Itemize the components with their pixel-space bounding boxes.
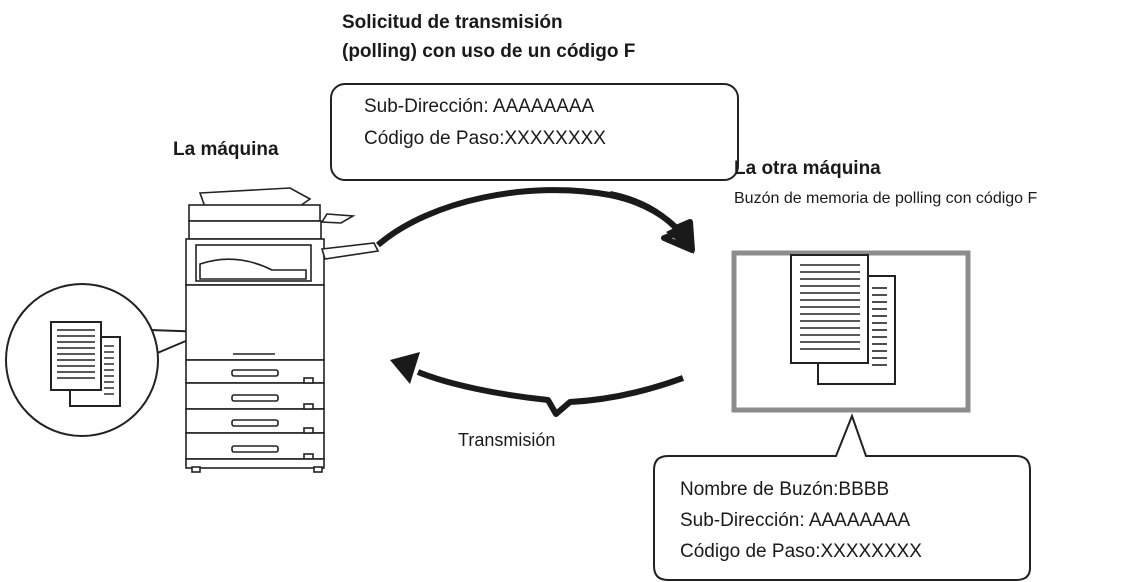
other-machine-subtitle: Buzón de memoria de polling con código F — [734, 190, 1038, 207]
request-sub-address: Sub-Dirección: AAAAAAAA — [364, 96, 595, 117]
request-bubble-text: Sub-Dirección: AAAAAAAA Código de Paso:X… — [364, 91, 606, 155]
box-passcode: Código de Paso:XXXXXXXX — [680, 541, 922, 562]
printer-icon — [185, 187, 380, 473]
document-icon-mailbox — [790, 254, 896, 385]
machine-title: La máquina — [173, 139, 279, 160]
box-sub-address: Sub-Dirección: AAAAAAAA — [680, 510, 911, 531]
other-machine-title: La otra máquina — [734, 158, 881, 179]
document-icon-machine — [50, 321, 121, 407]
request-arrow — [376, 187, 695, 253]
request-bubble — [330, 83, 739, 181]
request-passcode: Código de Paso:XXXXXXXX — [364, 128, 606, 149]
transmission-arrow-head — [390, 352, 420, 384]
box-info-bubble — [653, 413, 1031, 581]
request-title-line1: Solicitud de transmisión — [342, 12, 563, 33]
request-arrow-head — [666, 220, 694, 254]
box-name: Nombre de Buzón:BBBB — [680, 479, 890, 500]
request-title: Solicitud de transmisión (polling) con u… — [342, 8, 635, 66]
transmission-label: Transmisión — [458, 430, 556, 450]
transmission-arrow — [416, 369, 685, 417]
request-title-line2: (polling) con uso de un código F — [342, 41, 636, 62]
box-info-text: Nombre de Buzón:BBBB Sub-Dirección: AAAA… — [680, 474, 922, 567]
